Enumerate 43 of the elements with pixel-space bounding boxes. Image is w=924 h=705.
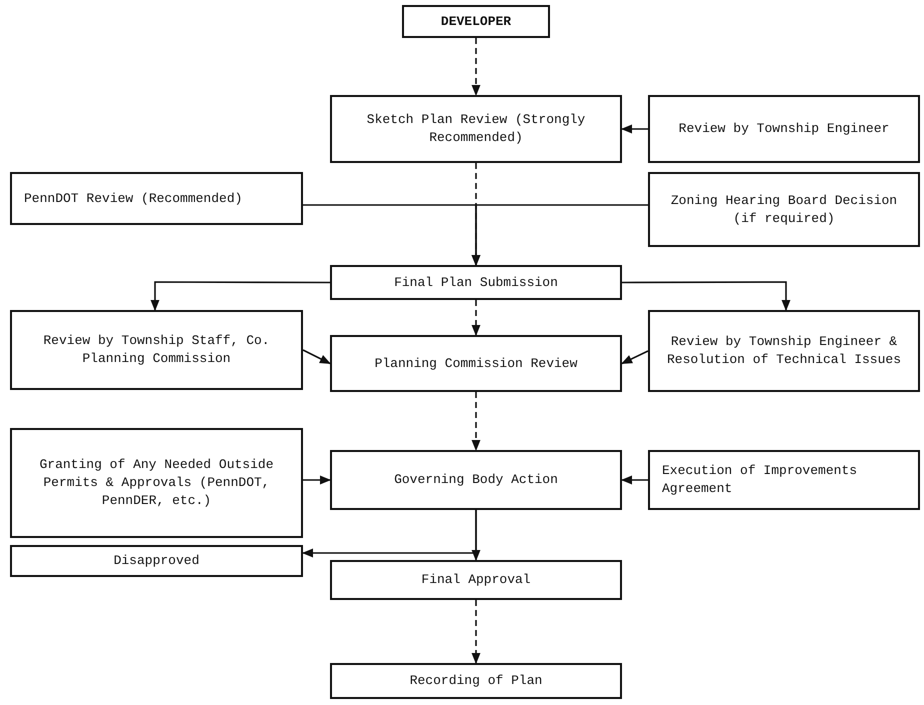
process-box: [648, 310, 920, 392]
process-box: [10, 428, 303, 538]
box-label: Planning Commission Review: [374, 354, 578, 372]
arrow: [303, 476, 332, 484]
box-label: Disapproved: [114, 552, 200, 570]
arrow: [472, 204, 648, 266]
process-box: [10, 310, 303, 390]
arrow: [621, 350, 648, 364]
arrow: [620, 124, 648, 134]
box-label: Review by Township Engineer: [678, 120, 890, 138]
process-box: [330, 450, 622, 510]
arrow: [150, 281, 330, 312]
box-label: Zoning Hearing Board Decision (if required): [670, 192, 898, 228]
box-label: Granting of Any Needed Outside Permits & Approvals (PennDOT, PennDER, etc.): [38, 456, 275, 510]
dashed-arrow: [472, 600, 480, 664]
dashed-arrow: [472, 392, 480, 452]
dashed-arrow: [472, 38, 480, 96]
box-label: Execution of Improvements Agreement: [662, 462, 858, 498]
box-label: Review by Township Engineer & Resolution of Technical Issues: [666, 333, 902, 369]
box-label: Sketch Plan Review (Strongly Recommended): [366, 111, 586, 147]
arrow: [302, 349, 331, 364]
process-box: [10, 545, 303, 577]
process-box: [10, 172, 303, 225]
process-box: [330, 265, 622, 300]
box-label: DEVELOPER: [440, 12, 512, 30]
process-box: [648, 95, 920, 163]
process-box: [648, 450, 920, 510]
box-label: Review by Township Staff, Co. Planning Commission: [42, 332, 271, 368]
arrow: [620, 476, 648, 484]
process-box: [648, 172, 920, 247]
dashed-arrow: [472, 300, 480, 336]
arrow: [622, 281, 790, 312]
process-box: [330, 560, 622, 600]
box-label: Final Approval: [421, 571, 531, 589]
process-box: [330, 663, 622, 699]
process-box: [402, 5, 550, 38]
process-box: [330, 95, 622, 163]
arrow: [302, 510, 477, 558]
box-label: PennDOT Review (Recommended): [24, 190, 242, 208]
box-label: Recording of Plan: [410, 672, 542, 690]
process-box: [330, 335, 622, 392]
box-label: Final Plan Submission: [394, 274, 558, 292]
box-label: Governing Body Action: [394, 471, 558, 489]
